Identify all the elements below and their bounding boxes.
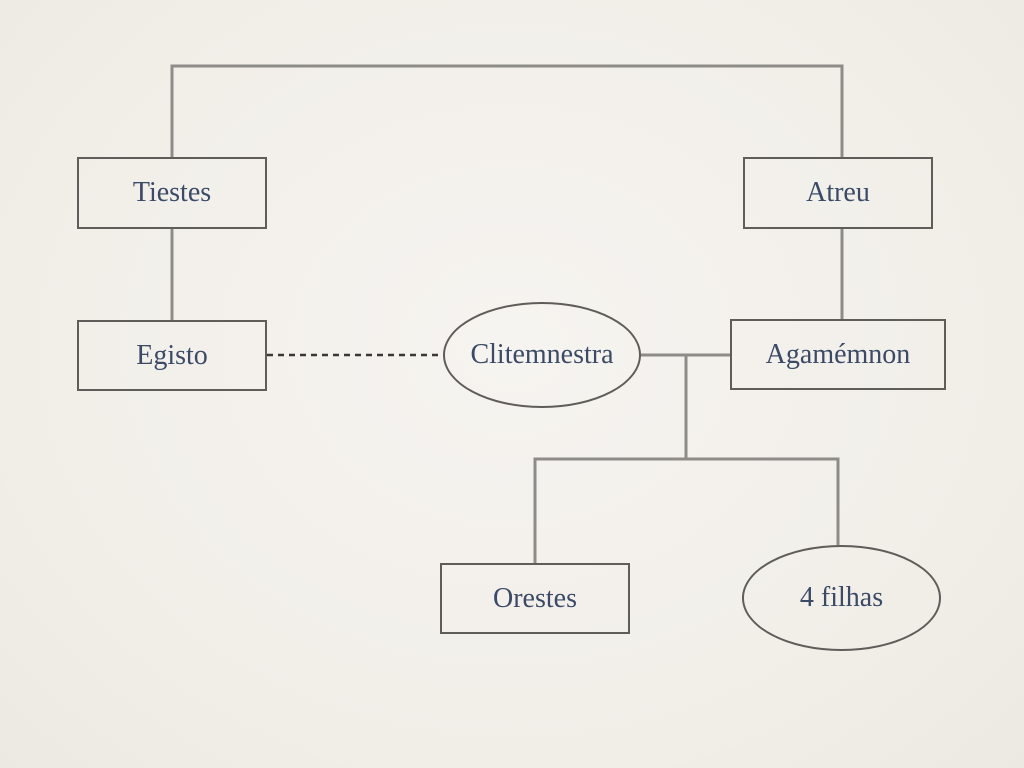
node-orestes: Orestes (440, 563, 630, 634)
node-agamemnon-label: Agamémnon (765, 338, 911, 370)
node-atreu-label: Atreu (806, 177, 870, 208)
node-atreu: Atreu (743, 157, 933, 229)
sibling-connector-tiestes-atreu (170, 64, 844, 157)
node-filhas-label: 4 filhas (799, 582, 884, 613)
node-tiestes: Tiestes (77, 157, 267, 229)
node-filhas: 4 filhas (742, 545, 941, 651)
node-clitemnestra-label: Clitemnestra (470, 339, 614, 370)
node-egisto: Egisto (77, 320, 267, 391)
node-tiestes-label: Tiestes (132, 177, 212, 208)
node-egisto-label: Egisto (136, 339, 208, 371)
node-orestes-label: Orestes (493, 582, 577, 614)
children-connector (533, 457, 840, 563)
node-agamemnon: Agamémnon (730, 319, 946, 390)
node-clitemnestra: Clitemnestra (443, 302, 641, 408)
